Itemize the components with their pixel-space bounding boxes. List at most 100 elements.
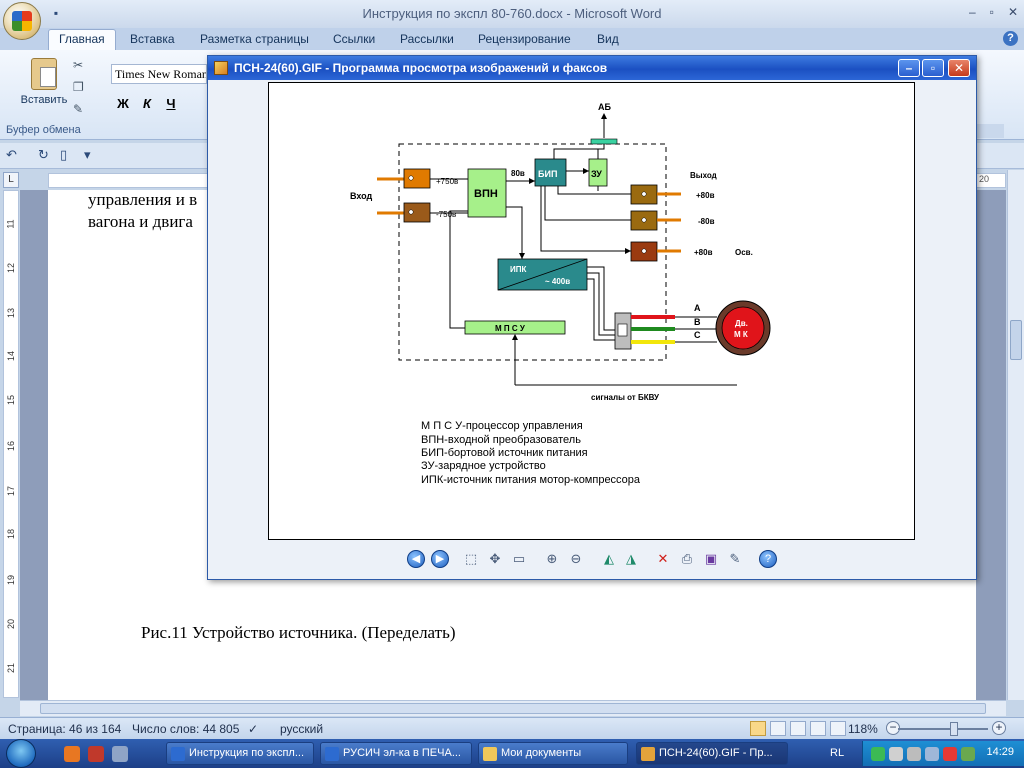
ruler-number: 21 [6,662,17,674]
zoom-out-button[interactable]: − [886,721,900,735]
zoom-out-icon[interactable]: ⊖ [570,551,582,566]
actual-size-icon[interactable]: ✥ [489,551,501,566]
maximize-button[interactable]: ▫ [989,5,994,19]
full-screen-view-button[interactable] [770,721,786,736]
best-fit-icon[interactable]: ⬚ [464,551,478,566]
bip-label: БИП [538,169,557,179]
quick-access-toolbar: ▪ [48,5,64,21]
help-icon[interactable]: ? [759,550,777,568]
arrow [519,253,525,259]
network-icon[interactable] [871,747,885,761]
taskbar: Инструкция по экспл... РУСИЧ эл-ка в ПЕЧ… [0,739,1024,768]
zoom-slider[interactable] [898,728,988,730]
media-icon[interactable] [112,746,128,762]
word-count[interactable]: Число слов: 44 805 [132,722,240,736]
save-icon[interactable]: ▪ [53,6,59,20]
zoom-in-icon[interactable]: ⊕ [546,551,558,566]
font-name-input[interactable]: Times New Roman [111,64,207,84]
scroll-thumb[interactable] [40,703,986,714]
help-icon[interactable]: ? [1003,31,1018,46]
scroll-thumb[interactable] [1010,320,1022,360]
language-indicator[interactable]: RL [830,747,845,759]
out1-label: +80в [696,191,715,200]
body-text-line: вагона и двига [88,212,193,231]
slideshow-icon[interactable]: ▭ [512,551,526,566]
tab-home[interactable]: Главная [48,29,116,50]
utility-icon[interactable] [961,747,975,761]
redo-icon[interactable]: ↻ [38,147,49,162]
task-rusich[interactable]: РУСИЧ эл-ка в ПЕЧА... [320,742,472,765]
horizontal-ruler[interactable] [48,173,208,188]
draft-view-button[interactable] [830,721,846,736]
italic-button[interactable]: К [143,96,151,111]
page-count[interactable]: Страница: 46 из 164 [8,722,122,736]
acrobat-icon[interactable] [943,747,957,761]
viewer-titlebar[interactable]: ПСН-24(60).GIF - Программа просмотра изо… [208,56,976,80]
minimize-button[interactable]: – [968,5,976,19]
next-image-icon[interactable]: ▶ [431,550,449,568]
device-icon[interactable] [907,747,921,761]
save-copy-icon[interactable]: ▣ [704,551,718,566]
ruler-number: 12 [6,262,17,274]
undo-icon[interactable]: ↶ [6,147,17,162]
paste-button[interactable]: Вставить [14,56,74,116]
image-viewer-window[interactable]: ПСН-24(60).GIF - Программа просмотра изо… [207,55,977,580]
tab-review[interactable]: Рецензирование [478,32,571,46]
system-tray: 14:29 [862,741,1024,766]
legend-line: М П С У-процессор управления [421,420,583,432]
task-image-viewer[interactable]: ПСН-24(60).GIF - Пр... [636,742,788,765]
task-word[interactable]: Инструкция по экспл... [166,742,314,765]
print-layout-view-button[interactable] [750,721,766,736]
outline-view-button[interactable] [810,721,826,736]
print-icon[interactable]: ⎙ [681,551,693,566]
viewer-minimize-button[interactable]: – [898,59,920,77]
horizontal-scrollbar[interactable] [20,700,1006,716]
volume-icon[interactable] [925,747,939,761]
rotate-counterclockwise-icon[interactable]: ◮ [626,551,636,566]
phase-c-label: C [694,330,701,340]
tab-page-layout[interactable]: Разметка страницы [200,32,309,46]
status-bar: Страница: 46 из 164 Число слов: 44 805 ✓… [0,717,1024,739]
mpsu-vpn-line [449,210,468,329]
opera-icon[interactable] [88,746,104,762]
viewer-close-button[interactable]: ✕ [948,59,970,77]
spellcheck-icon[interactable]: ✓ [248,722,259,736]
tab-insert[interactable]: Вставка [130,32,175,46]
tab-view[interactable]: Вид [597,32,619,46]
rotate-clockwise-icon[interactable]: ◭ [604,551,614,566]
tab-mailings[interactable]: Рассылки [400,32,454,46]
viewer-maximize-button[interactable]: ▫ [922,59,944,77]
language-indicator[interactable]: русский [280,722,324,736]
vertical-ruler[interactable]: 11 12 13 14 15 16 17 18 19 20 21 [3,190,19,698]
zoom-slider-thumb[interactable] [950,722,958,736]
open-for-editing-icon[interactable]: ✎ [729,551,741,566]
delete-icon[interactable]: ✕ [657,551,669,566]
previous-image-icon[interactable]: ◀ [407,550,425,568]
firefox-icon[interactable] [64,746,80,762]
close-button[interactable]: ✕ [1007,5,1018,19]
customize-icon[interactable]: ▾ [84,147,91,162]
web-layout-view-button[interactable] [790,721,806,736]
tab-selector[interactable]: L [3,172,19,188]
antivirus-icon[interactable] [889,747,903,761]
ruler-number: 14 [6,350,17,362]
format-painter-icon[interactable]: ✎ [73,102,84,116]
underline-button[interactable]: Ч [166,96,176,111]
zoom-in-button[interactable]: + [992,721,1006,735]
cut-icon[interactable]: ✂ [73,58,84,72]
tab-references[interactable]: Ссылки [333,32,376,46]
task-my-documents[interactable]: Мои документы [478,742,628,765]
new-document-icon[interactable]: ▯ [60,147,68,162]
viewer-toolbar: ◀ ▶ ⬚ ✥ ▭ ⊕ ⊖ ◭ ◮ ✕ ⎙ ▣ ✎ ? [208,546,976,574]
connector-pin [408,175,414,181]
bold-button[interactable]: Ж [117,96,129,111]
window-title: Инструкция по экспл 80-760.docx - Micros… [362,6,662,21]
vertical-scrollbar[interactable] [1007,170,1024,700]
start-button[interactable] [6,739,36,768]
copy-icon[interactable]: ❐ [73,80,84,94]
device-boundary [398,143,667,361]
zoom-level[interactable]: 118% [848,722,878,736]
arrow [529,178,535,184]
office-button[interactable] [3,2,41,40]
word-icon [325,747,339,761]
